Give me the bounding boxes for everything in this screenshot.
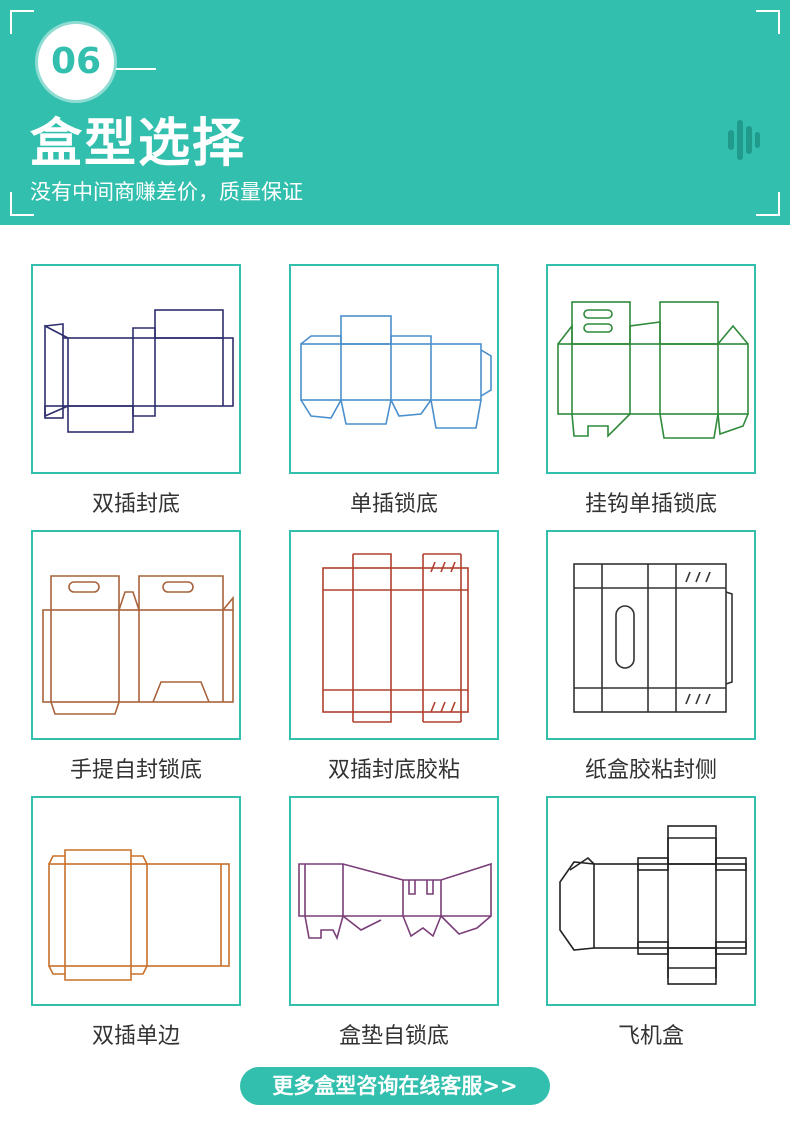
glue-box-dieline-icon (322, 553, 469, 723)
box-label: 双插单边 (91, 1024, 180, 1049)
box-label: 单插锁底 (349, 492, 438, 517)
box-label: 盒垫自锁底 (338, 1024, 449, 1049)
box-label: 手提自封锁底 (69, 758, 202, 783)
airplane-box-dieline-icon (559, 825, 747, 985)
box-label: 双插封底胶粘 (327, 758, 460, 783)
single-insert-dieline-icon (300, 315, 492, 429)
box-label: 双插封底 (91, 492, 180, 517)
corner-bracket (10, 10, 34, 34)
box-label: 飞机盒 (617, 1024, 684, 1049)
corner-bracket (756, 10, 780, 34)
box-card-glue-side-seal[interactable] (546, 530, 756, 740)
pad-box-dieline-icon (298, 862, 492, 941)
box-label: 纸盒胶粘封侧 (584, 758, 717, 783)
page-subtitle: 没有中间商赚差价，质量保证 (30, 180, 303, 204)
single-side-dieline-icon (48, 849, 230, 981)
box-card-handle-self-lock[interactable] (31, 530, 241, 740)
box-card-double-insert[interactable] (31, 264, 241, 474)
divider (116, 68, 156, 70)
box-label: 挂钩单插锁底 (584, 492, 717, 517)
header-banner: 06 盒型选择 没有中间商赚差价，质量保证 (0, 0, 790, 225)
section-number: 06 (38, 24, 114, 100)
box-card-airplane-box[interactable] (546, 796, 756, 1006)
page-title: 盒型选择 (30, 114, 247, 174)
corner-bracket (756, 192, 780, 216)
box-card-double-insert-glue[interactable] (289, 530, 499, 740)
double-insert-dieline-icon (44, 309, 234, 433)
equalizer-icon (728, 120, 760, 160)
hook-box-dieline-icon (557, 301, 749, 439)
box-card-hook-single-insert[interactable] (546, 264, 756, 474)
side-seal-dieline-icon (573, 563, 733, 713)
handle-box-dieline-icon (42, 575, 234, 715)
box-card-double-insert-single-side[interactable] (31, 796, 241, 1006)
box-card-pad-self-lock[interactable] (289, 796, 499, 1006)
consult-online-button[interactable]: 更多盒型咨询在线客服>> (240, 1067, 550, 1105)
corner-bracket (10, 192, 34, 216)
box-card-single-insert-lock[interactable] (289, 264, 499, 474)
